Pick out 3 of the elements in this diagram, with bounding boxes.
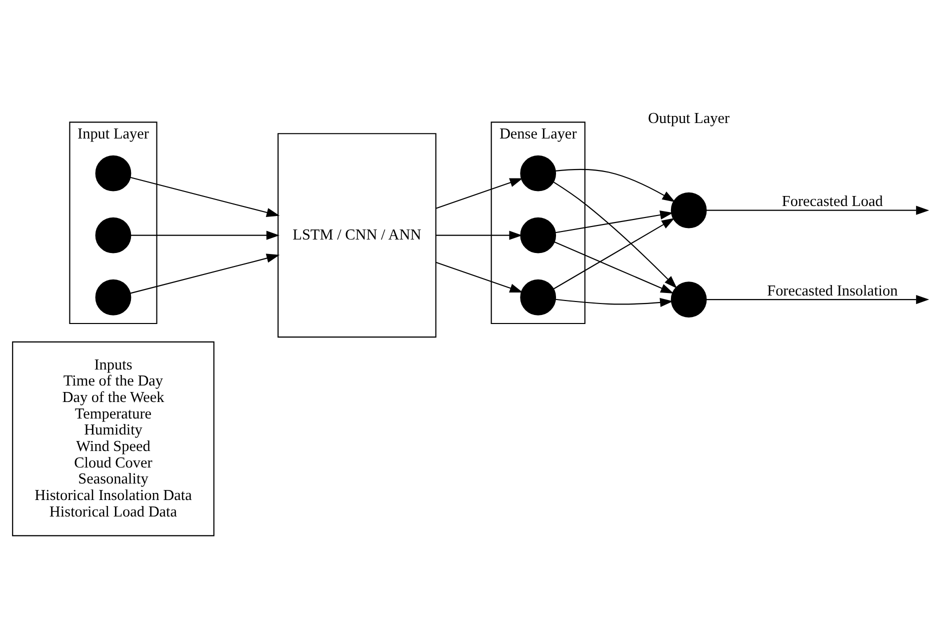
label: Output Layer bbox=[648, 109, 730, 126]
edge-label: Forecasted Insolation bbox=[767, 282, 898, 299]
edge-label: Forecasted Load bbox=[782, 192, 883, 210]
